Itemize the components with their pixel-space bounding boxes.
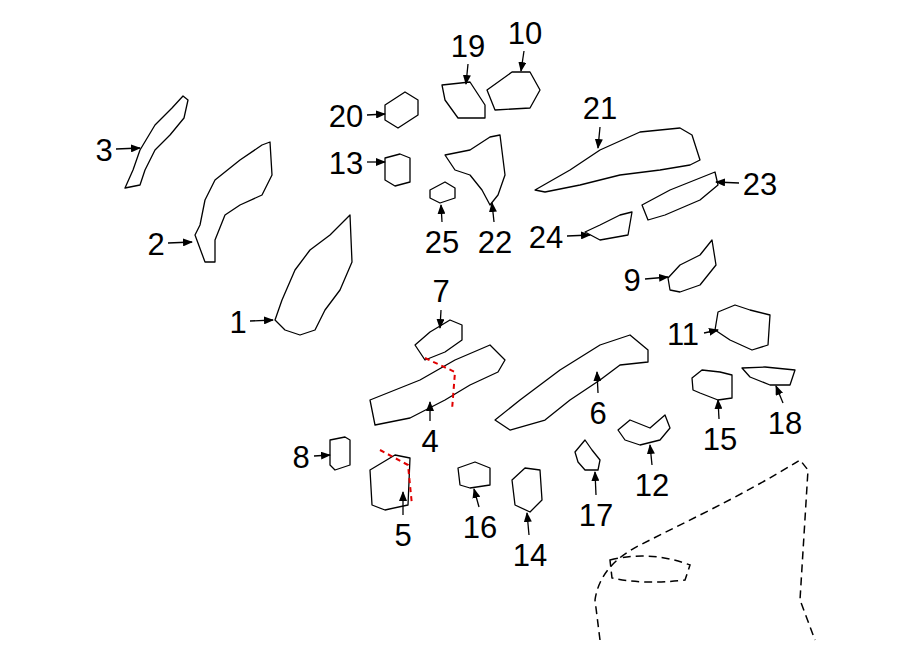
callout-number: 10 (508, 18, 542, 49)
callout-number: 17 (579, 500, 613, 531)
callout-number: 15 (703, 424, 737, 455)
callout-number: 5 (394, 520, 411, 551)
callout-number: 18 (768, 408, 802, 439)
callout-number: 3 (95, 135, 112, 166)
callout-number: 8 (292, 442, 309, 473)
callout-number: 19 (451, 31, 485, 62)
callout-number: 11 (667, 319, 699, 350)
callout-number: 22 (478, 227, 512, 258)
fender-outline (595, 460, 815, 640)
callout-number: 4 (421, 426, 438, 457)
callout-number: 16 (463, 512, 497, 543)
callout-number: 23 (743, 169, 777, 200)
callout-number: 1 (229, 307, 246, 338)
callout-number: 20 (329, 101, 363, 132)
callout-number: 7 (432, 276, 449, 307)
cut-lines (380, 358, 455, 505)
leader-arrows (116, 51, 783, 535)
callout-number: 21 (583, 93, 617, 124)
callout-number: 12 (635, 470, 669, 501)
callout-number: 9 (623, 265, 640, 296)
callout-number: 24 (529, 222, 563, 253)
callout-number: 14 (513, 540, 547, 571)
part-shapes (125, 72, 795, 512)
callout-number: 25 (425, 227, 459, 258)
callout-number: 13 (329, 148, 363, 179)
callout-number: 6 (589, 398, 606, 429)
callout-number: 2 (147, 229, 164, 260)
